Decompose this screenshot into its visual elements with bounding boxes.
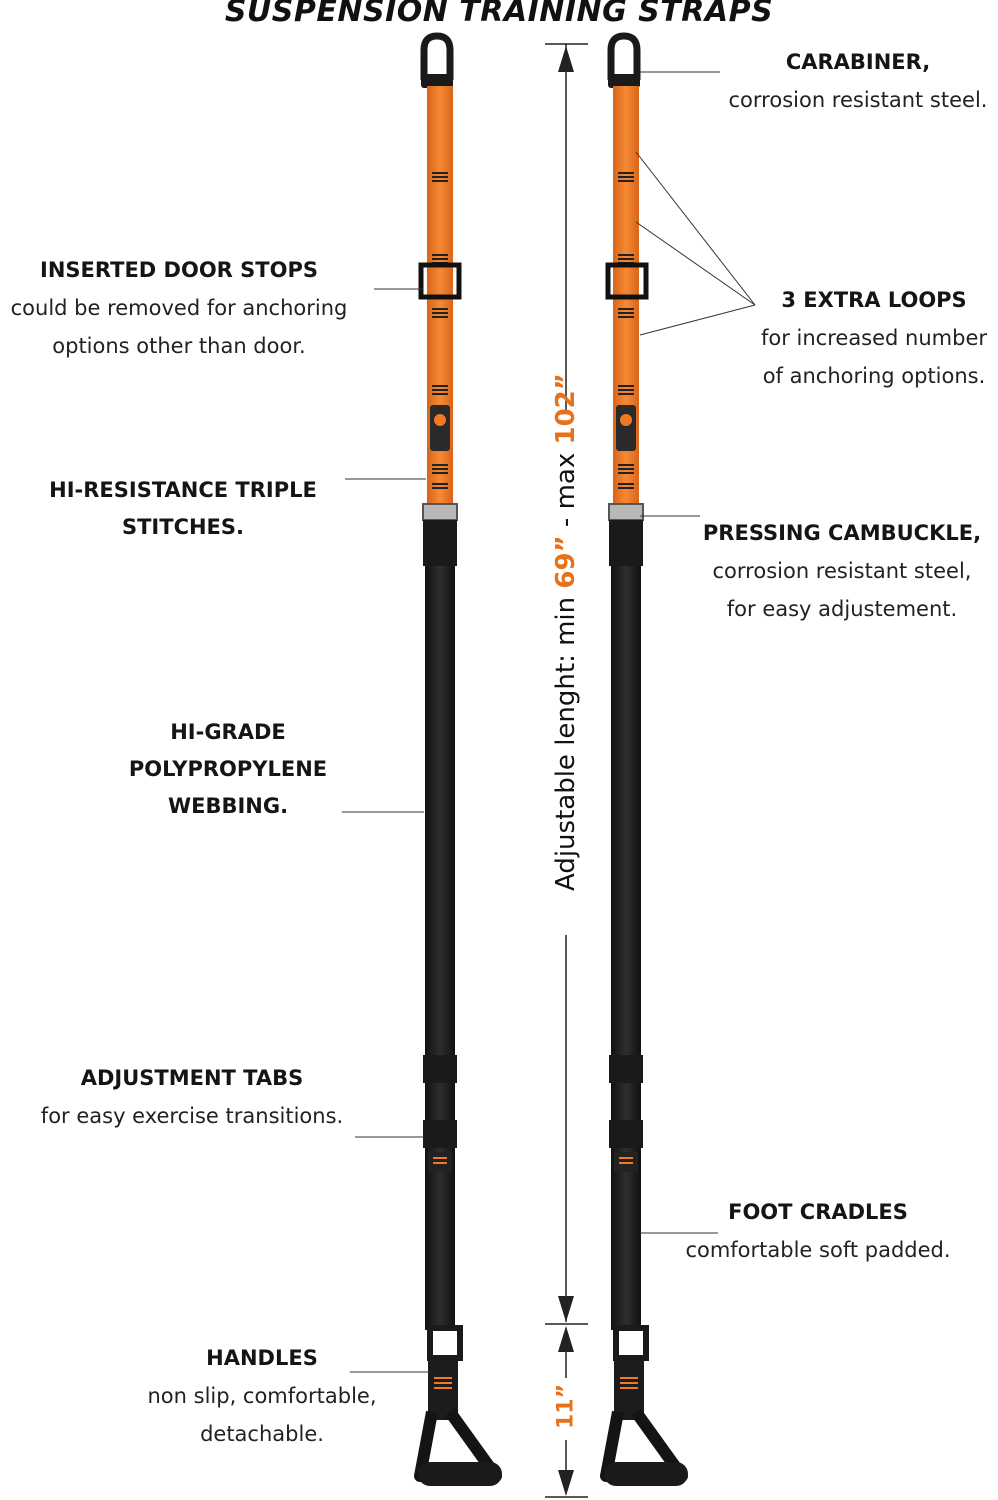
- webbing-label: HI-GRADE POLYPROPYLENE WEBBING.: [110, 714, 346, 825]
- carabiner-desc: corrosion resistant steel.: [728, 88, 988, 112]
- stitches-label: HI-RESISTANCE TRIPLE STITCHES.: [40, 472, 326, 546]
- foot-cradles-desc: comfortable soft padded.: [685, 1238, 951, 1262]
- handles-heading: HANDLES: [206, 1346, 318, 1370]
- cambuckle-desc-1: corrosion resistant steel,: [712, 559, 972, 583]
- cambuckle-label: PRESSING CAMBUCKLE, corrosion resistant …: [692, 515, 992, 628]
- handles-desc-2: detachable.: [200, 1422, 324, 1446]
- webbing-heading-3: WEBBING.: [167, 794, 289, 818]
- door-stops-desc-1: could be removed for anchoring: [10, 296, 348, 320]
- door-stops-label: INSERTED DOOR STOPS could be removed for…: [0, 252, 358, 365]
- adjustment-tabs-heading: ADJUSTMENT TABS: [80, 1066, 304, 1090]
- dimension-arrows: [545, 43, 588, 1498]
- length-middle: - max: [551, 444, 581, 536]
- handle-length-text: 11”: [553, 1383, 579, 1430]
- left-strap: [414, 32, 502, 1486]
- max-length-value: 102”: [551, 373, 581, 445]
- right-strap: [600, 32, 688, 1486]
- right-cambuckle-icon: [608, 503, 644, 521]
- right-black-webbing: [611, 520, 641, 1330]
- door-stops-desc-2: options other than door.: [52, 334, 306, 358]
- length-prefix: Adjustable lenght: min: [551, 588, 581, 891]
- extra-loops-desc-1: for increased number: [760, 326, 988, 350]
- foot-cradles-heading: FOOT CRADLES: [728, 1200, 908, 1224]
- left-cambuckle-icon: [422, 503, 458, 521]
- adjustable-length-text: Adjustable lenght: min 69” - max 102”: [551, 373, 581, 891]
- right-carabiner-icon: [607, 32, 641, 80]
- extra-loops-desc-2: of anchoring options.: [762, 364, 986, 388]
- right-logo-patch-icon: [616, 405, 636, 451]
- webbing-heading-1: HI-GRADE: [170, 720, 286, 744]
- page-title: SUSPENSION TRAINING STRAPS: [224, 0, 774, 29]
- handles-desc-1: non slip, comfortable,: [147, 1384, 377, 1408]
- cambuckle-heading: PRESSING CAMBUCKLE,: [702, 521, 982, 545]
- left-logo-patch-icon: [430, 405, 450, 451]
- right-door-stop-icon: [605, 262, 649, 300]
- adjustment-tabs-desc: for easy exercise transitions.: [40, 1104, 344, 1128]
- foot-cradles-label: FOOT CRADLES comfortable soft padded.: [668, 1194, 968, 1269]
- cambuckle-desc-2: for easy adjustement.: [726, 597, 958, 621]
- left-black-webbing: [425, 520, 455, 1330]
- stitches-heading-1: HI-RESISTANCE TRIPLE: [49, 478, 317, 502]
- carabiner-label: CARABINER, corrosion resistant steel.: [716, 44, 998, 119]
- door-stops-heading: INSERTED DOOR STOPS: [40, 258, 318, 282]
- leader-lines: [342, 71, 756, 1373]
- left-carabiner-icon: [420, 32, 454, 80]
- extra-loops-heading: 3 EXTRA LOOPS: [781, 288, 967, 312]
- carabiner-heading: CARABINER,: [785, 50, 931, 74]
- stitches-heading-2: STITCHES.: [121, 515, 245, 539]
- min-length-value: 69”: [551, 535, 581, 589]
- webbing-heading-2: POLYPROPYLENE: [128, 757, 328, 781]
- handles-label: HANDLES non slip, comfortable, detachabl…: [130, 1340, 394, 1453]
- left-door-stop-icon: [418, 262, 462, 300]
- extra-loops-label: 3 EXTRA LOOPS for increased number of an…: [750, 282, 998, 395]
- adjustment-tabs-label: ADJUSTMENT TABS for easy exercise transi…: [20, 1060, 364, 1135]
